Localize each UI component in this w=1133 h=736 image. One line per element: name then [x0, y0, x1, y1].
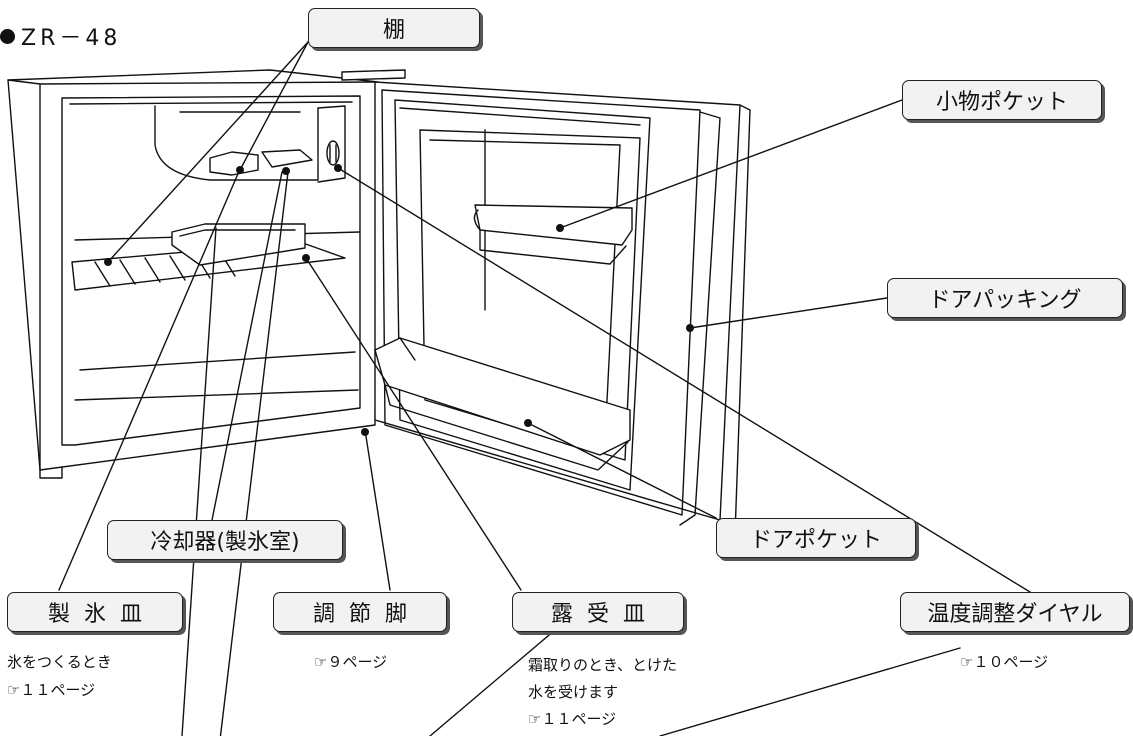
note-ice-tray: 氷をつくるとき ☞１１ページ	[7, 648, 112, 704]
label-adjust-leg: 調節脚	[273, 592, 447, 632]
bullet-icon	[0, 29, 15, 44]
note-temp-dial-ref: ☞１０ページ	[960, 653, 1049, 671]
model-text: ZR－48	[21, 26, 122, 51]
note-dew-tray-desc1: 霜取りのとき、とけた	[528, 656, 677, 674]
note-adjust-leg: ☞９ページ	[314, 648, 387, 676]
label-ice-tray: 製氷皿	[7, 592, 183, 632]
label-adjust-leg-text: 調節脚	[312, 602, 421, 627]
note-dew-tray-ref: ☞１１ページ	[528, 710, 617, 728]
label-door-pocket: ドアポケット	[716, 518, 916, 558]
label-door-packing-text: ドアパッキング	[928, 288, 1082, 313]
note-dew-tray-desc2: 水を受けます	[528, 683, 619, 701]
note-dew-tray: 霜取りのとき、とけた 水を受けます ☞１１ページ	[528, 652, 677, 733]
note-ice-tray-desc: 氷をつくるとき	[7, 653, 112, 671]
note-temp-dial: ☞１０ページ	[960, 648, 1048, 676]
label-cooler-text: 冷却器(製氷室)	[150, 530, 300, 555]
leader-dots	[104, 164, 694, 436]
label-dew-tray: 露受皿	[512, 592, 684, 632]
door-pocket	[374, 337, 631, 471]
label-accessory-pocket-text: 小物ポケット	[935, 90, 1068, 115]
label-door-packing: ドアパッキング	[887, 278, 1123, 318]
label-cooler: 冷却器(製氷室)	[107, 520, 343, 560]
label-shelf-text: 棚	[382, 18, 405, 43]
model-number: ZR－48	[0, 20, 121, 52]
door	[374, 81, 751, 541]
label-door-pocket-text: ドアポケット	[749, 528, 882, 553]
label-shelf: 棚	[308, 8, 480, 48]
note-adjust-leg-ref: ☞９ページ	[314, 653, 388, 671]
label-ice-tray-text: 製氷皿	[47, 602, 156, 627]
label-accessory-pocket: 小物ポケット	[902, 80, 1102, 120]
label-temp-dial-text: 温度調整ダイヤル	[927, 602, 1103, 627]
note-ice-tray-ref: ☞１１ページ	[7, 681, 96, 699]
label-temp-dial: 温度調整ダイヤル	[900, 592, 1130, 632]
shelf-and-tray	[71, 223, 346, 291]
freezer-compartment	[154, 105, 346, 183]
label-dew-tray-text: 露受皿	[550, 602, 659, 627]
